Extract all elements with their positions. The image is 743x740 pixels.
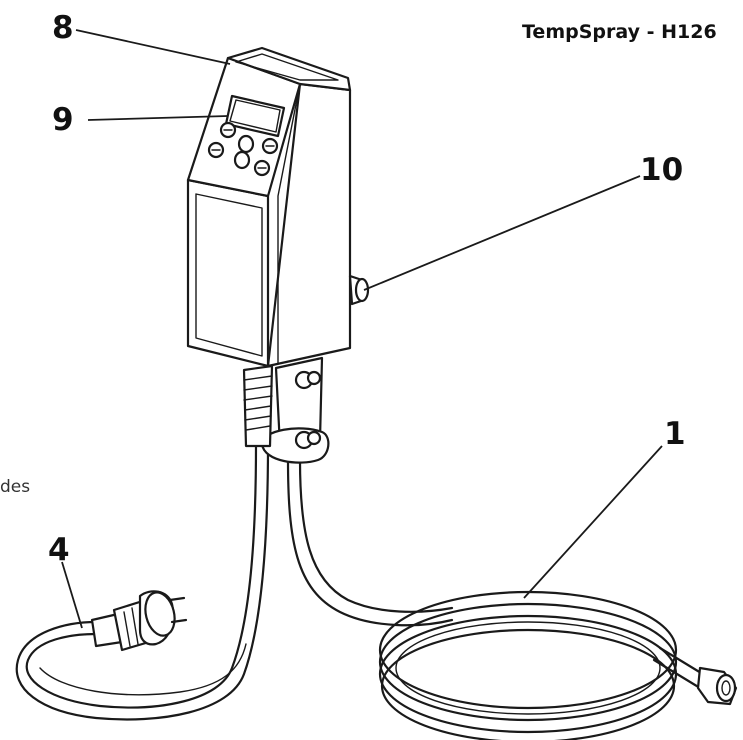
leader-line-1: [523, 445, 663, 599]
callout-10: 10: [640, 152, 683, 188]
callout-4: 4: [48, 532, 70, 568]
hose-connector-icon: [348, 274, 370, 306]
control-button-icon: [237, 134, 255, 154]
plug-icon: [90, 590, 188, 652]
control-button-icon: [233, 150, 251, 170]
leader-line-9: [87, 115, 229, 121]
diagram-title: TempSpray - H126: [522, 21, 717, 43]
hose-line: [286, 458, 454, 627]
control-buttons: [207, 121, 279, 177]
leader-line-8: [75, 29, 231, 65]
control-button-icon: [207, 141, 225, 159]
strain-relief-icon: [242, 364, 274, 448]
control-button-icon: [261, 137, 279, 155]
control-unit-icon: [186, 46, 352, 368]
coiled-hose-icon: [378, 590, 738, 740]
control-button-icon: [253, 159, 271, 177]
callout-9: 9: [52, 102, 74, 138]
side-text-fragment: des: [0, 477, 30, 497]
leader-line-10: [363, 175, 641, 291]
power-cable-icon: [15, 442, 270, 721]
digital-display-icon: [224, 94, 286, 138]
leader-line-4: [61, 561, 83, 629]
callout-8: 8: [52, 10, 74, 46]
mounting-bracket-icon: [260, 356, 330, 464]
callout-1: 1: [664, 416, 686, 452]
control-button-icon: [219, 121, 237, 139]
